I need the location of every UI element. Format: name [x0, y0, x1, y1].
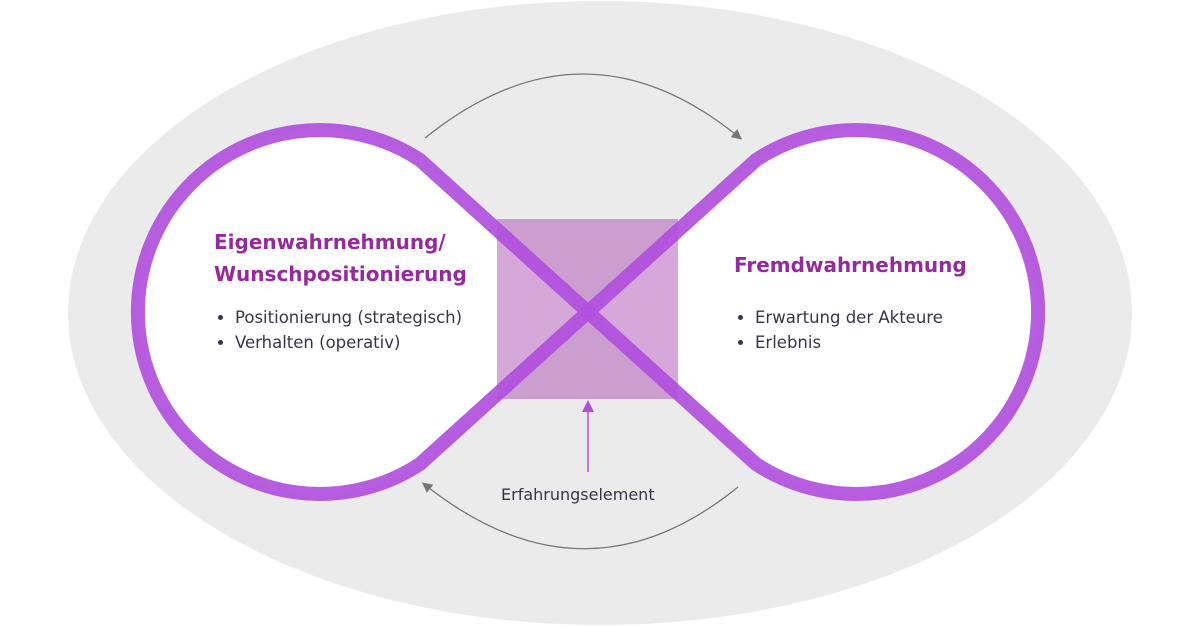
list-item: Positionierung (strategisch): [235, 305, 462, 330]
list-item: Verhalten (operativ): [235, 330, 462, 355]
left-heading-line1: Eigenwahrnehmung/: [214, 230, 446, 254]
list-item: Erlebnis: [755, 330, 943, 355]
left-list: Positionierung (strategisch) Verhalten (…: [215, 305, 462, 355]
right-list: Erwartung der Akteure Erlebnis: [735, 305, 943, 355]
infinity-fill-right: [588, 130, 1039, 494]
left-heading: Eigenwahrnehmung/ Wunschpositionierung: [214, 226, 467, 290]
infinity-fill-left: [137, 130, 588, 495]
right-heading: Fremdwahrnehmung: [734, 253, 967, 277]
left-heading-line2: Wunschpositionierung: [214, 262, 467, 286]
infinity-loop-left: [130, 123, 595, 501]
list-item: Erwartung der Akteure: [755, 305, 943, 330]
bottom-arrow: [421, 482, 739, 550]
infinity-loop-right: [581, 123, 1046, 501]
center-label: Erfahrungselement: [501, 485, 655, 504]
top-arrow: [424, 73, 743, 140]
